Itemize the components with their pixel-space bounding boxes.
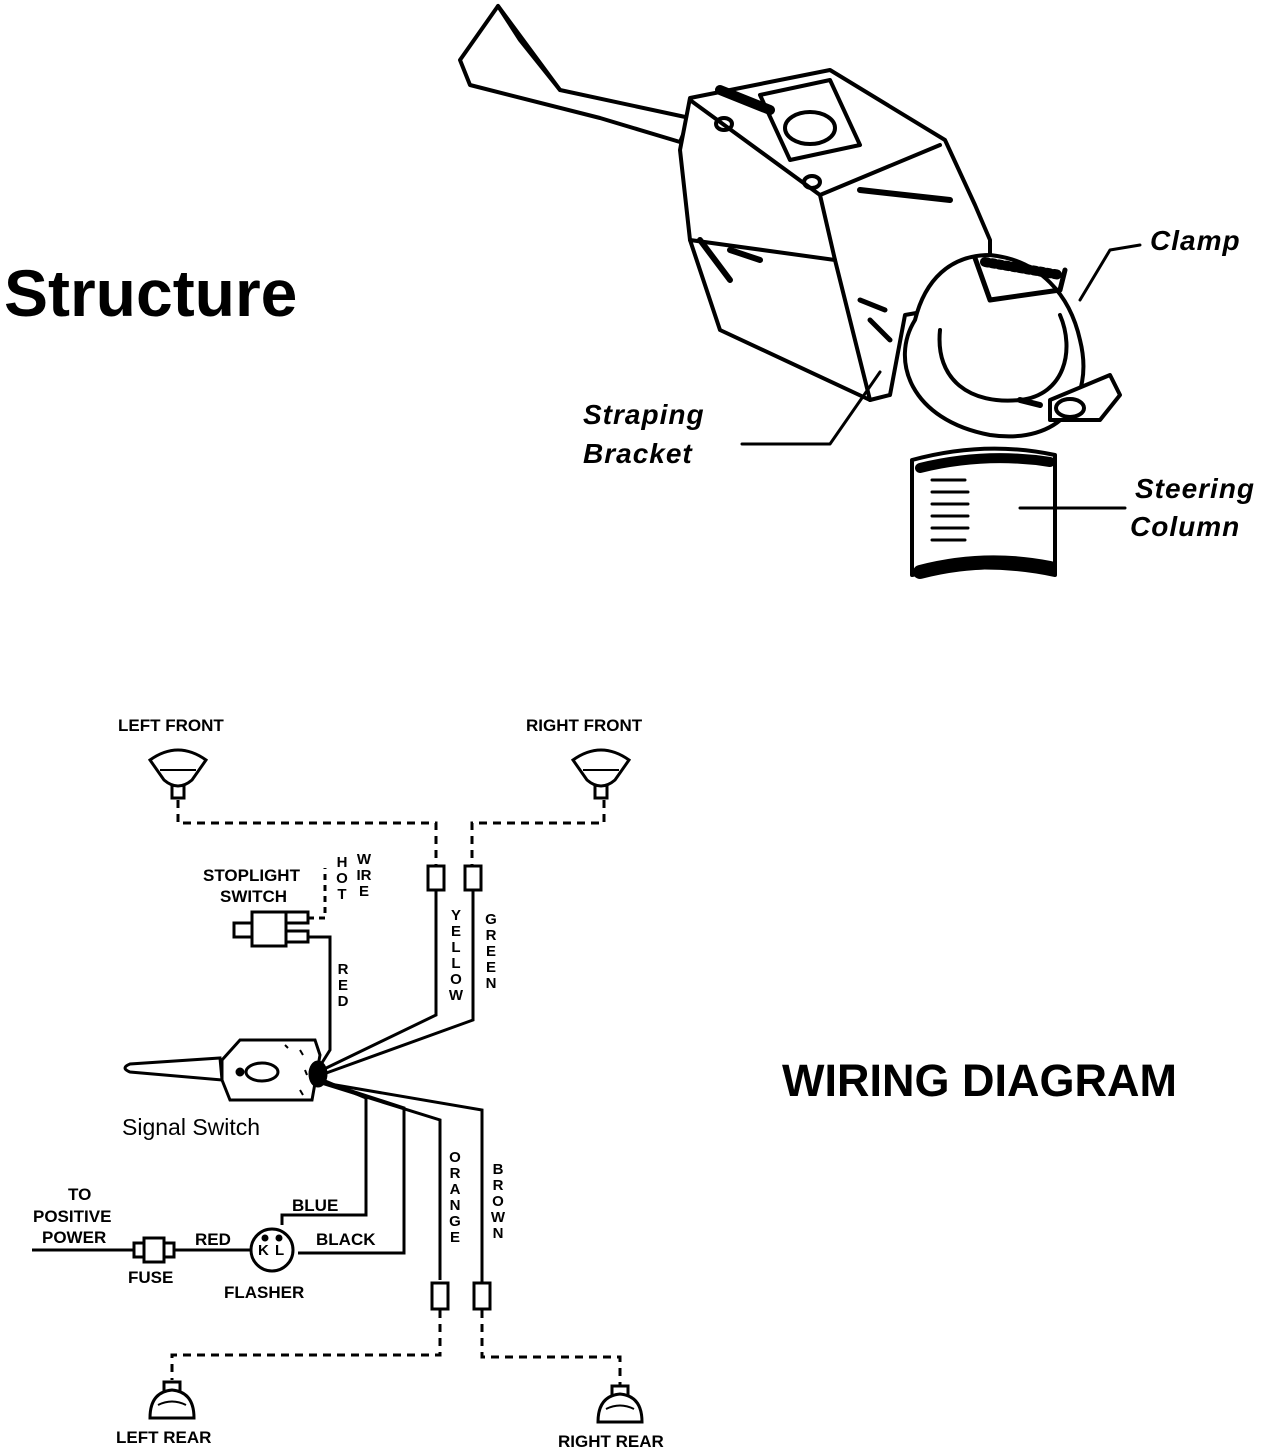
- flasher-k-label: K: [258, 1242, 269, 1259]
- left-rear-label: LEFT REAR: [116, 1428, 212, 1447]
- brown-wire: [317, 1080, 484, 1282]
- right-rear-label: RIGHT REAR: [558, 1432, 664, 1451]
- black-label: BLACK: [316, 1230, 376, 1249]
- power-label: POWER: [42, 1228, 107, 1247]
- wiring-diagram-title: WIRING DIAGRAM: [782, 1055, 1177, 1106]
- signal-switch-symbol: [123, 1038, 328, 1102]
- yellow-label: YELLOW: [448, 907, 464, 1004]
- yellow-wire: [317, 890, 438, 1074]
- fuse-symbol: [32, 1236, 251, 1264]
- red-vertical-label: RED: [337, 961, 349, 1010]
- clamp-ring: [902, 253, 1086, 439]
- switch-lever: [458, 4, 692, 144]
- wiring-diagram: [32, 748, 644, 1424]
- column-label: Column: [1130, 511, 1241, 542]
- fuse-label: FUSE: [128, 1268, 174, 1287]
- left-rear-dashed-wire: [170, 1310, 442, 1380]
- top-plate: [758, 78, 862, 162]
- to-label: TO: [68, 1185, 92, 1204]
- black-wire: [298, 1078, 406, 1255]
- left-front-lamp: [147, 748, 209, 800]
- wire-label: WIRE: [356, 851, 372, 900]
- right-front-dashed-wire: [470, 800, 606, 865]
- hot-label: HOT: [336, 854, 348, 903]
- stoplight-switch: [232, 868, 332, 1067]
- green-connector: [463, 864, 483, 892]
- orange-label: ORANGE: [449, 1149, 461, 1246]
- straping-label: Straping: [583, 399, 705, 430]
- flasher-label: FLASHER: [224, 1283, 305, 1302]
- signal-switch-label: Signal Switch: [122, 1114, 261, 1140]
- orange-connector: [430, 1281, 450, 1311]
- clamp-leader: [1078, 243, 1142, 302]
- green-wire: [317, 890, 475, 1078]
- right-rear-dashed-wire: [480, 1310, 622, 1385]
- yellow-connector: [426, 864, 446, 892]
- clamp-label: Clamp: [1150, 225, 1241, 256]
- steering-label: Steering: [1135, 473, 1256, 504]
- bracket-label: Bracket: [583, 438, 693, 469]
- right-front-label: RIGHT FRONT: [526, 716, 643, 735]
- right-rear-lamp: [596, 1384, 644, 1424]
- structure-title: Structure: [4, 256, 298, 330]
- positive-label: POSITIVE: [33, 1207, 112, 1226]
- left-front-label: LEFT FRONT: [118, 716, 224, 735]
- brown-label: BROWN: [490, 1161, 506, 1242]
- right-front-lamp: [570, 748, 632, 800]
- clamp-screw: [1048, 373, 1122, 422]
- blue-label: BLUE: [292, 1196, 339, 1215]
- green-label: GREEN: [485, 911, 497, 992]
- stoplight-switch-label: SWITCH: [220, 887, 288, 906]
- turn-signal-switch-illustration: [458, 4, 1142, 579]
- left-rear-lamp: [148, 1380, 196, 1420]
- red-horizontal-label: RED: [195, 1230, 231, 1249]
- brown-connector: [472, 1281, 492, 1311]
- stoplight-label: STOPLIGHT: [203, 866, 300, 885]
- left-front-dashed-wire: [176, 800, 438, 865]
- bracket-leader: [740, 370, 882, 446]
- flasher-l-label: L: [275, 1242, 285, 1259]
- orange-wire: [317, 1080, 442, 1280]
